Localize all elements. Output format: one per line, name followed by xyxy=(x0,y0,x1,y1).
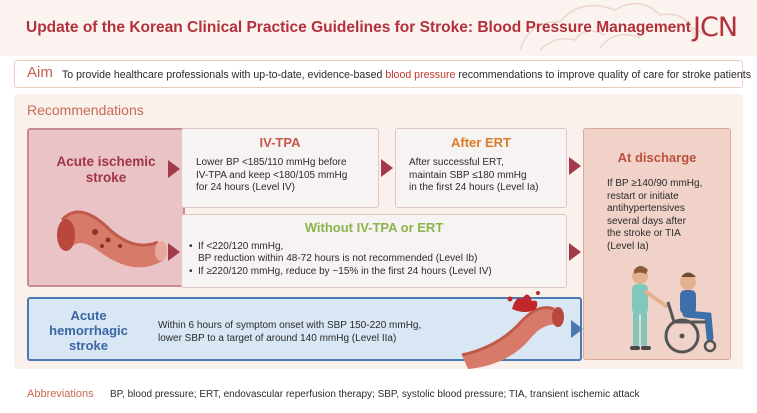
arrow-right-icon xyxy=(168,160,180,178)
iv-tpa-text: Lower BP <185/110 mmHg before IV-TPA and… xyxy=(196,157,374,195)
arrow-right-icon xyxy=(571,320,583,338)
page-title: Update of the Korean Clinical Practice G… xyxy=(26,19,691,36)
after-ert-line: After successful ERT, xyxy=(409,157,504,168)
iv-tpa-line: for 24 hours (Level IV) xyxy=(196,182,295,193)
brain-watermark-icon xyxy=(519,2,706,51)
abbreviations-label: Abbreviations xyxy=(27,388,94,400)
aim-text-after: recommendations to improve quality of ca… xyxy=(455,69,751,81)
list-item-line: BP reduction within 48-72 hours is not r… xyxy=(198,253,478,265)
blood-vessel-icon xyxy=(57,210,167,268)
abbreviations-text: BP, blood pressure; ERT, endovascular re… xyxy=(110,389,640,400)
aim-bar xyxy=(14,60,743,88)
discharge-line: antihypertensives xyxy=(607,203,685,214)
discharge-line: If BP ≥140/90 mmHg, xyxy=(607,178,703,189)
without-tpa-ert-title: Without IV-TPA or ERT xyxy=(304,220,444,235)
ruptured-vessel-icon xyxy=(461,291,564,369)
aim-text-highlight: blood pressure xyxy=(385,69,456,81)
ischemic-title-line: Acute ischemic xyxy=(56,154,156,169)
discharge-text: If BP ≥140/90 mmHg, restart or initiate … xyxy=(607,178,725,253)
after-ert-box xyxy=(395,128,567,208)
aim-label: Aim xyxy=(27,64,53,81)
aim-text: To provide healthcare professionals with… xyxy=(62,69,751,81)
list-item: If ≥220/120 mmHg, reduce by ~15% in the … xyxy=(189,265,565,279)
recommendations-label: Recommendations xyxy=(27,102,144,118)
header-banner xyxy=(0,0,757,56)
discharge-title: At discharge xyxy=(617,150,697,165)
hemorrhagic-title-line: Acute xyxy=(70,308,107,323)
hemorrhagic-line: Within 6 hours of symptom onset with SBP… xyxy=(158,320,422,331)
arrow-right-icon xyxy=(569,157,581,175)
arrow-right-icon xyxy=(569,243,581,261)
hemorrhagic-title-line: hemorrhagic xyxy=(49,323,128,338)
discharge-line: (Level Ia) xyxy=(607,240,649,252)
arrow-right-icon xyxy=(381,159,393,177)
hemorrhagic-stroke-text: Within 6 hours of symptom onset with SBP… xyxy=(158,320,478,345)
ischemic-stroke-title: Acute ischemic stroke xyxy=(27,154,185,186)
after-ert-line: in the first 24 hours (Level Ia) xyxy=(409,182,539,193)
journal-logo: JCN xyxy=(693,12,738,43)
hemorrhagic-stroke-title: Acute hemorrhagic stroke xyxy=(30,308,147,353)
discharge-line: the stroke or TIA xyxy=(607,228,681,239)
after-ert-line: maintain SBP ≤180 mmHg xyxy=(409,169,527,181)
ischemic-stroke-box xyxy=(27,128,185,287)
without-tpa-ert-list: If <220/120 mmHg, BP reduction within 48… xyxy=(189,241,565,278)
iv-tpa-line: IV-TPA and keep <180/105 mmHg xyxy=(196,169,348,181)
iv-tpa-box xyxy=(181,128,379,208)
discharge-line: restart or initiate xyxy=(607,190,679,202)
ischemic-title-line: stroke xyxy=(85,170,127,185)
after-ert-text: After successful ERT, maintain SBP ≤180 … xyxy=(409,157,567,195)
list-item-line: If <220/120 mmHg, xyxy=(198,241,284,252)
list-item-line: If ≥220/120 mmHg, reduce by ~15% in the … xyxy=(198,265,492,277)
wheelchair-icon xyxy=(630,266,717,354)
list-item: If <220/120 mmHg, BP reduction within 48… xyxy=(189,241,565,266)
discharge-line: several days after xyxy=(607,215,686,227)
iv-tpa-line: Lower BP <185/110 mmHg before xyxy=(196,157,347,168)
hemorrhagic-line: lower SBP to a target of around 140 mmHg… xyxy=(158,332,397,344)
after-ert-title: After ERT xyxy=(451,135,511,150)
aim-text-before: To provide healthcare professionals with… xyxy=(62,69,386,81)
hemorrhagic-title-line: stroke xyxy=(68,338,109,353)
iv-tpa-title: IV-TPA xyxy=(259,135,301,150)
arrow-right-icon xyxy=(168,243,180,261)
